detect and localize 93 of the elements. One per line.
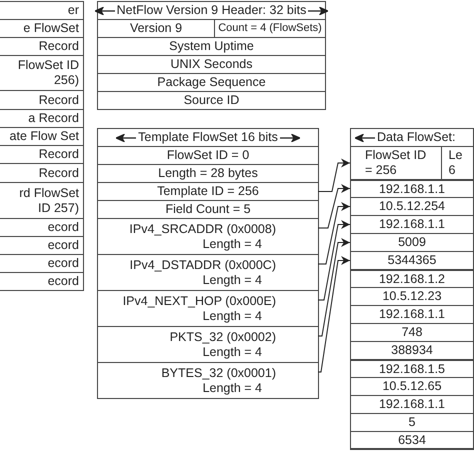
field-row (350, 323, 474, 342)
field-label: IPv4_SRCADDR (0x0008) (129, 222, 276, 236)
arrow (318, 220, 350, 300)
field-label: Version 9 (130, 21, 182, 36)
header-row (97, 1, 326, 20)
field-label: 5009 (398, 235, 426, 250)
field-label: Record (38, 92, 79, 108)
field-label: BYTES_32 (0x0001) (161, 366, 276, 380)
field-row (97, 200, 319, 219)
header-title: Data FlowSet: (377, 130, 456, 145)
field-label: 388934 (391, 343, 433, 358)
field-row (350, 179, 474, 198)
record-row (0, 1, 84, 20)
field-label: a Record (28, 111, 79, 126)
field-length: Length = 4 (202, 308, 262, 324)
field-label: Field Count = 5 (165, 202, 251, 217)
field-label: Le 6 (448, 148, 464, 178)
field-label: FlowSet ID = 256 (365, 148, 427, 178)
field-label: er (68, 3, 79, 18)
field-label: 10.5.12.65 (382, 379, 442, 394)
header-title: Template FlowSet 16 bits (138, 130, 278, 145)
field-label: 192.168.1.1 (378, 217, 446, 232)
field-label: ecord (48, 220, 79, 235)
field-label: ecord (48, 238, 79, 253)
field-label: 10.5.12.254 (378, 199, 446, 214)
field-label: 192.168.1.1 (378, 307, 446, 322)
field-label: 748 (402, 325, 422, 340)
field-label: UNIX Seconds (170, 57, 252, 72)
field-label: ate Flow Set (10, 129, 79, 144)
field-label: 192.168.1.5 (378, 362, 446, 376)
field-label: ecord (48, 256, 79, 271)
arrow (318, 158, 350, 192)
field-length: Length = 4 (202, 272, 262, 288)
record-row (0, 272, 84, 291)
field-row (97, 362, 319, 399)
field-label: System Uptime (169, 39, 254, 54)
field-row (97, 55, 326, 74)
field-row (350, 395, 474, 414)
field-row (350, 377, 474, 396)
arrow (318, 184, 350, 228)
header-title: NetFlow Version 9 Header: 32 bits (116, 3, 306, 18)
field-row (97, 254, 319, 291)
field-label: FlowSet ID 256) (16, 58, 79, 88)
field-label: 10.5.12.23 (382, 289, 442, 304)
field-row (97, 290, 319, 327)
field-label: 5344365 (388, 253, 436, 268)
field-row (350, 269, 474, 288)
field-label: Count = 4 (FlowSets) (218, 21, 322, 36)
field-row (97, 182, 319, 201)
field-row (350, 305, 474, 324)
field-label: rd FlowSet ID 257) (18, 186, 79, 216)
field-label: 192.168.1.2 (378, 272, 446, 286)
field-label: Record (38, 166, 79, 180)
field-row (97, 218, 319, 255)
field-row (97, 91, 326, 110)
field-label: e FlowSet (23, 21, 79, 36)
field-label: 6534 (398, 432, 426, 448)
header-row (97, 128, 319, 147)
field-label: Package Sequence (157, 75, 266, 90)
header-row (350, 128, 474, 147)
field-label: 5 (408, 415, 416, 430)
field-label: Template ID = 256 (157, 184, 259, 199)
field-length: Length = 4 (202, 380, 262, 396)
field-length: Length = 4 (202, 344, 262, 360)
field-row (97, 37, 326, 56)
field-label: FlowSet ID = 0 (166, 148, 250, 163)
field-label: 192.168.1.1 (378, 397, 446, 412)
field-label: Source ID (184, 93, 240, 108)
field-row (97, 326, 319, 363)
field-row (350, 431, 474, 450)
field-label: PKTS_32 (0x0002) (170, 330, 276, 344)
field-row (350, 413, 474, 432)
field-row (97, 164, 319, 183)
field-row (97, 73, 326, 92)
field-length: Length = 4 (202, 236, 262, 252)
field-row (350, 287, 474, 306)
field-label: Length = 28 bytes (158, 166, 258, 181)
field-label: Record (38, 39, 79, 54)
field-row (350, 359, 474, 378)
field-row (350, 341, 474, 360)
field-label: IPv4_NEXT_HOP (0x000E) (122, 294, 276, 308)
field-row (350, 215, 474, 234)
arrow (318, 202, 350, 264)
field-row (350, 197, 474, 216)
field-label: 192.168.1.1 (378, 182, 446, 196)
arrow (318, 256, 350, 372)
arrow (318, 238, 350, 336)
field-label: ecord (48, 274, 79, 289)
field-row (350, 251, 474, 270)
field-label: IPv4_DSTADDR (0x000C) (130, 258, 276, 272)
field-row (350, 233, 474, 252)
field-label: Record (38, 147, 79, 162)
field-row (97, 146, 319, 165)
